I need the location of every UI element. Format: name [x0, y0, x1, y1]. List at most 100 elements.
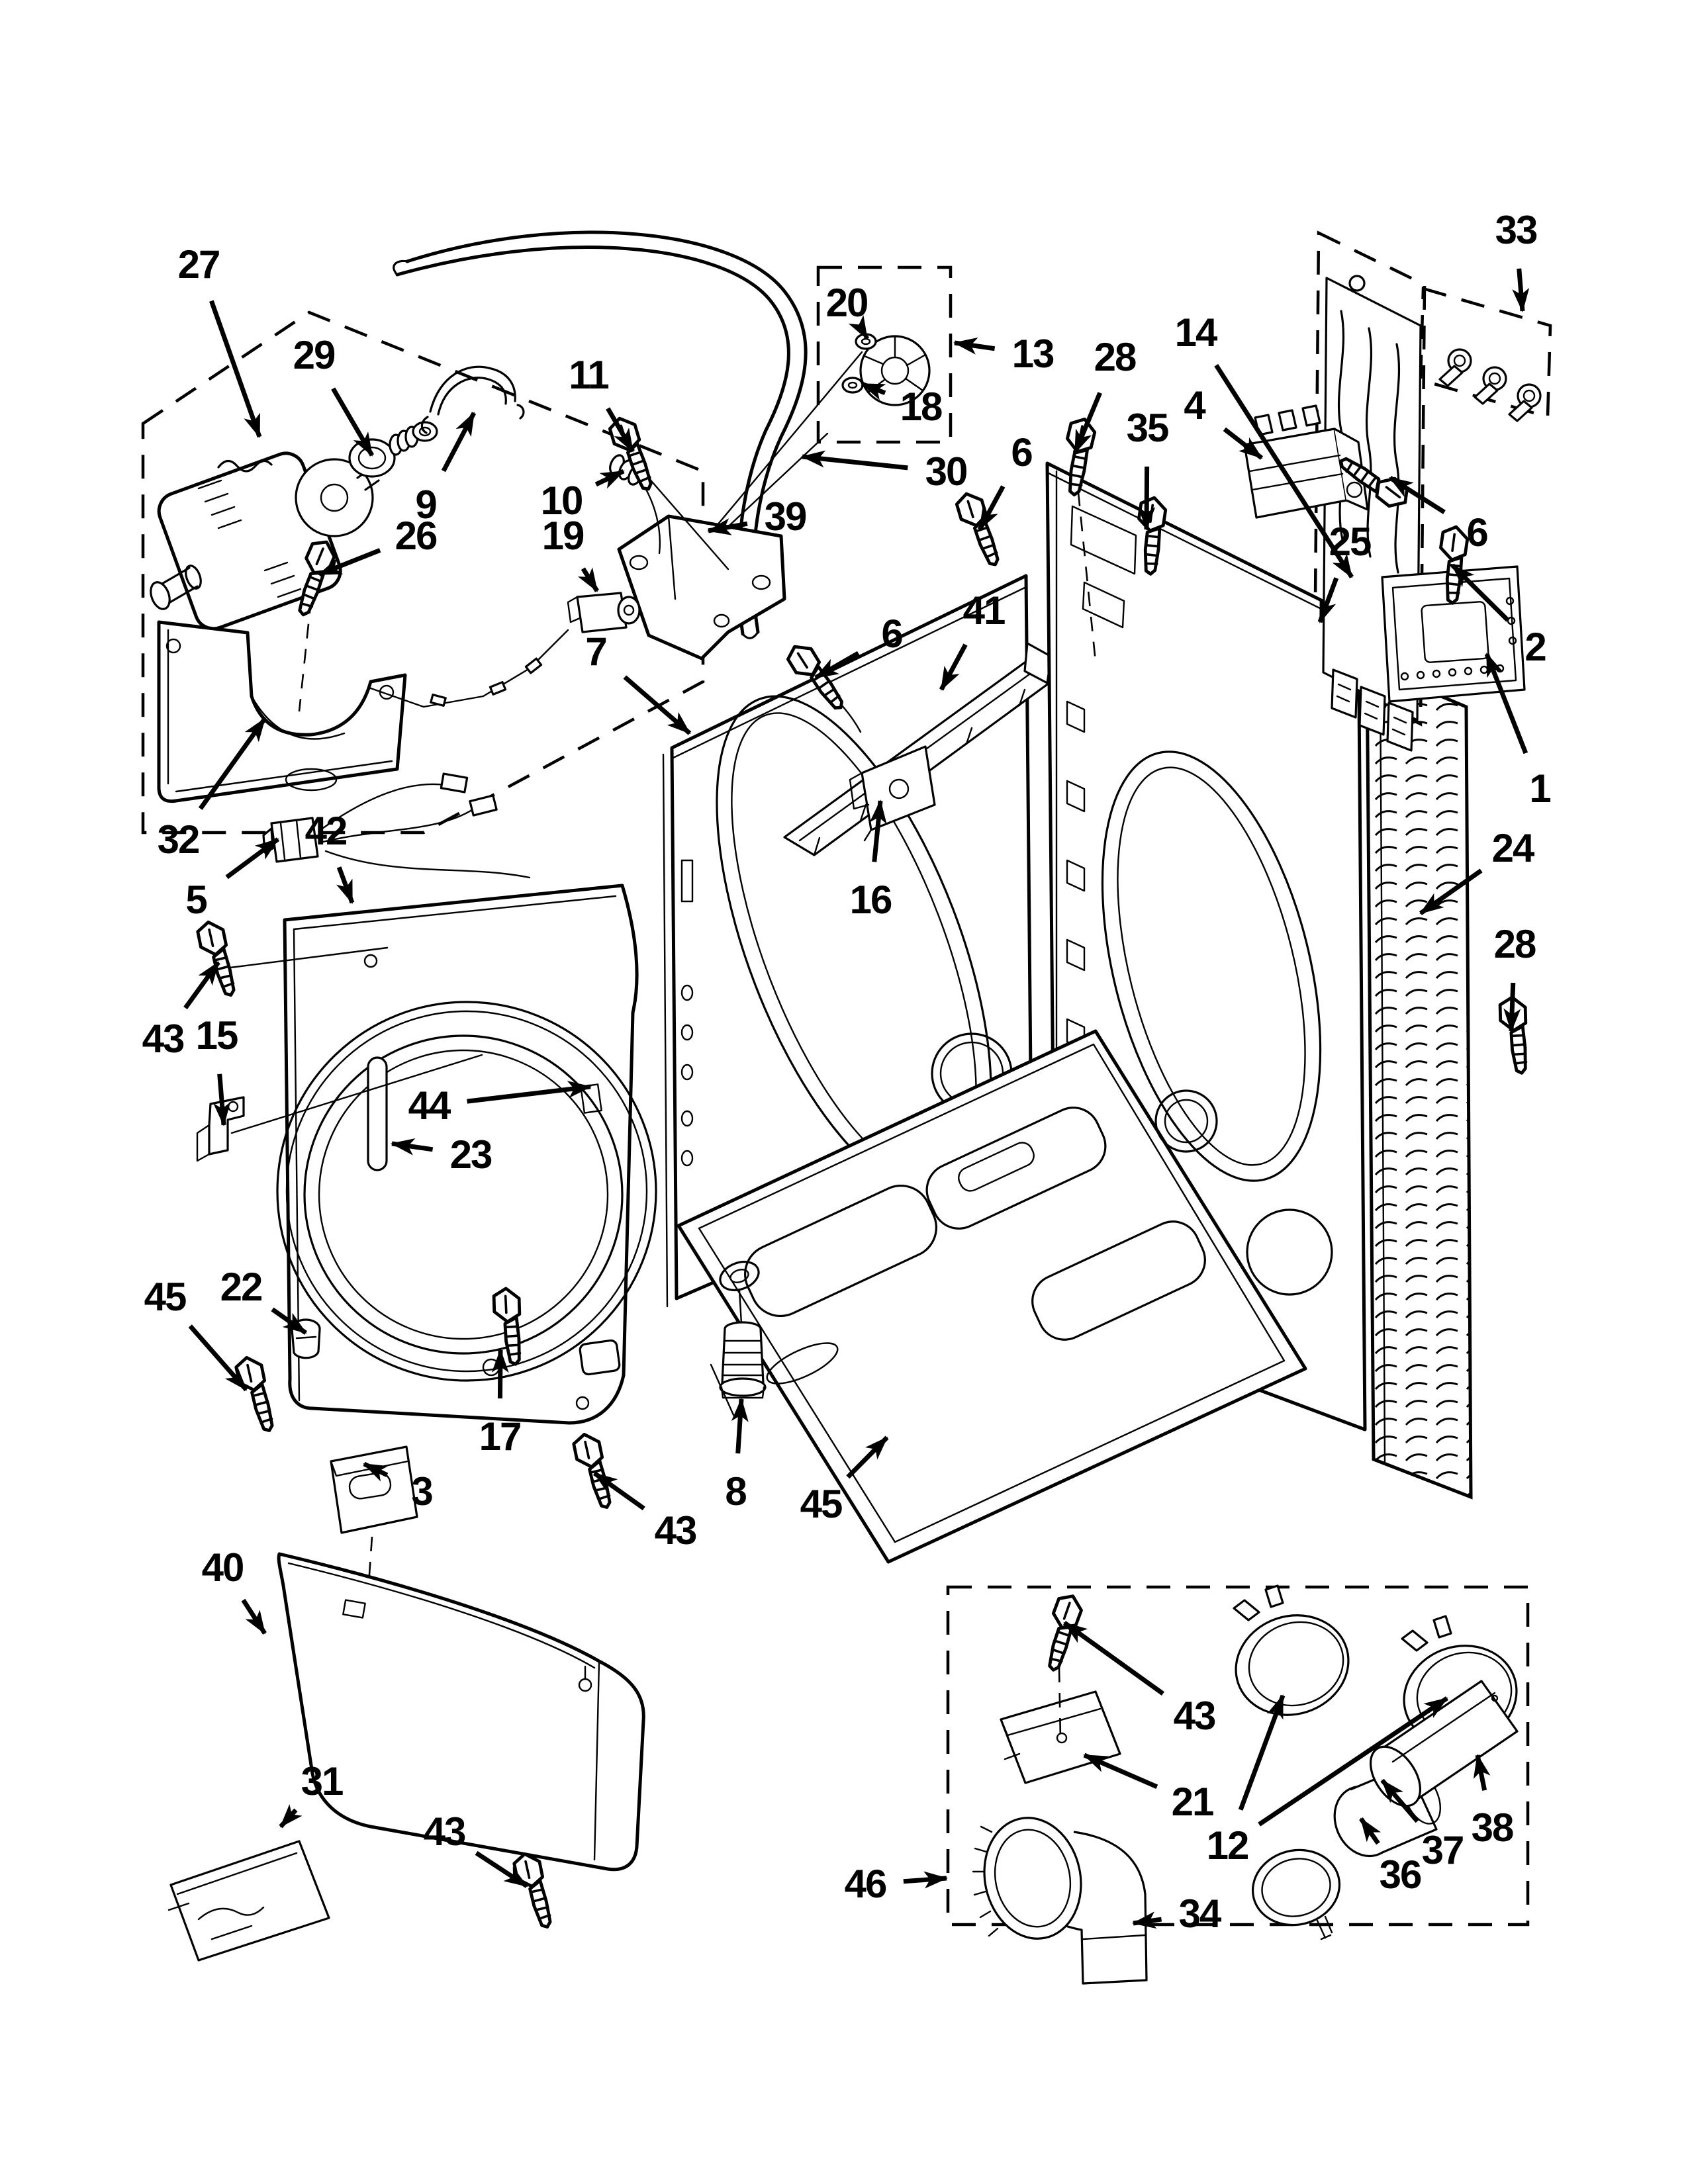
arrow-12 [1238, 1694, 1286, 1811]
callout-45: 45 [144, 1275, 187, 1319]
drive-belt [393, 230, 808, 639]
arrow-27 [209, 300, 262, 438]
callout-34: 34 [1178, 1891, 1222, 1936]
arrow-34 [1132, 1911, 1162, 1929]
leveling-leg [719, 1289, 767, 1399]
front-panel [276, 884, 657, 1425]
idler-pulley-box [816, 265, 953, 444]
clamp-36 [1251, 1848, 1341, 1940]
callout-39: 39 [764, 494, 808, 539]
arrow-36 [1359, 1817, 1382, 1845]
callout-23: 23 [449, 1132, 493, 1177]
arrow-6 [977, 485, 1006, 531]
drive-motor [150, 421, 438, 631]
tech-sheet [167, 1840, 330, 1962]
callout-13: 13 [1011, 332, 1055, 376]
arrow-13 [953, 337, 996, 355]
arrow-31 [279, 1804, 303, 1829]
callout-29: 29 [293, 333, 336, 377]
door-gasket-outer [276, 1001, 657, 1382]
arrow-29 [331, 387, 375, 457]
leg-leader [710, 1363, 735, 1416]
arrow-28 [1072, 392, 1102, 454]
vent-accessory-box [946, 1585, 1530, 1927]
callout-8: 8 [725, 1469, 747, 1514]
arrow-28 [1503, 982, 1521, 1032]
arrow-19 [577, 567, 599, 592]
arrow-46 [903, 1871, 948, 1889]
callout-11: 11 [569, 353, 609, 397]
callout-43: 43 [1173, 1694, 1217, 1738]
callout-6: 6 [1011, 430, 1033, 475]
arrow-2 [1450, 563, 1510, 622]
callout-1: 1 [1529, 766, 1551, 811]
arrow-33 [1512, 268, 1530, 312]
callout-38: 38 [1471, 1805, 1515, 1850]
callout-40: 40 [201, 1545, 245, 1590]
callout-6: 6 [881, 612, 903, 656]
callout-46: 46 [844, 1862, 888, 1906]
callout-7: 7 [585, 629, 607, 674]
arrow-44 [467, 1081, 592, 1104]
callout-9: 9 [415, 482, 437, 527]
arrow-7 [623, 675, 692, 735]
motor-assembly-box [141, 310, 705, 835]
callout-21: 21 [1171, 1780, 1215, 1824]
arrow-21 [1083, 1752, 1158, 1790]
callout-31: 31 [301, 1759, 344, 1803]
callout-14: 14 [1174, 310, 1218, 355]
screw-axis-leader-2 [1074, 466, 1097, 662]
arrow-45 [846, 1435, 889, 1479]
callout-37: 37 [1421, 1828, 1465, 1872]
arrow-42 [336, 866, 355, 904]
callout-18: 18 [900, 385, 943, 429]
arrow-43 [183, 960, 220, 1010]
callout-28: 28 [1493, 922, 1537, 966]
arrow-39 [707, 518, 748, 535]
arrow-30 [801, 450, 908, 471]
callout-15: 15 [195, 1013, 239, 1058]
arrow-4 [1223, 427, 1264, 460]
callout-36: 36 [1379, 1852, 1423, 1897]
callout-27: 27 [177, 242, 221, 287]
arrow-12 [1258, 1696, 1448, 1827]
callout-6: 6 [1466, 510, 1488, 555]
vent-cap-12a [1233, 1584, 1350, 1716]
arrow-43 [592, 1471, 645, 1511]
moisture-sensor [369, 592, 641, 708]
arrow-10 [594, 469, 625, 489]
arrow-5 [225, 837, 280, 880]
arrow-16 [869, 799, 887, 862]
screw-axis-leader [298, 598, 312, 712]
callout-17: 17 [479, 1414, 522, 1459]
callout-19: 19 [541, 514, 585, 558]
arrow-32 [198, 717, 267, 810]
wire-connector-box [1419, 287, 1552, 419]
arrow-6 [1389, 476, 1446, 514]
callout-33: 33 [1495, 208, 1538, 252]
arrow-38 [1473, 1754, 1491, 1791]
callout-30: 30 [925, 449, 968, 494]
wire-harness [319, 772, 531, 879]
arrow-37 [1380, 1778, 1419, 1823]
callout-42: 42 [305, 809, 348, 853]
callout-35: 35 [1126, 406, 1170, 450]
arrow-15 [213, 1073, 231, 1126]
arrow-43 [1062, 1621, 1164, 1696]
wire-nut-connectors [1438, 348, 1542, 422]
callout-26: 26 [395, 514, 438, 558]
arrow-20 [848, 315, 870, 340]
arrow-25 [1317, 577, 1339, 623]
callout-32: 32 [157, 817, 201, 862]
callout-3: 3 [411, 1469, 433, 1514]
callout-43: 43 [423, 1809, 467, 1854]
arrow-43 [475, 1850, 528, 1888]
arrow-45 [188, 1324, 248, 1392]
arrow-26 [318, 548, 381, 577]
motor-clamp-strap [420, 365, 525, 434]
bolt-leader [637, 465, 729, 570]
callout-41: 41 [962, 588, 1006, 633]
callout-43: 43 [142, 1017, 185, 1061]
